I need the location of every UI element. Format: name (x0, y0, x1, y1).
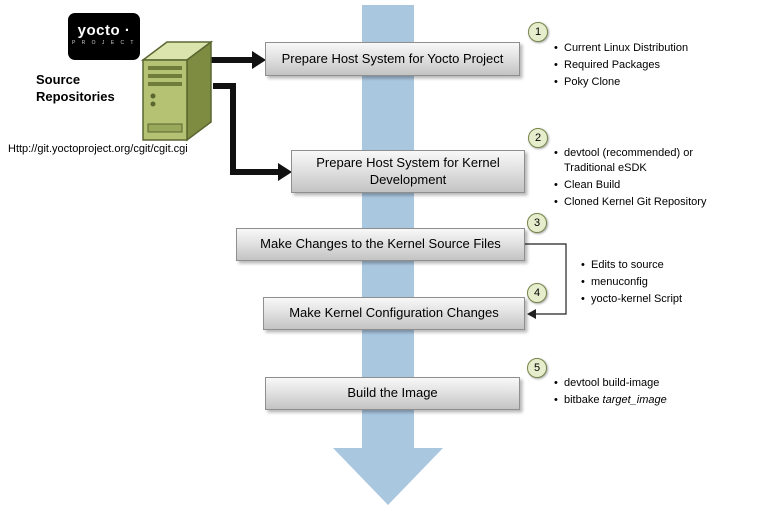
step-box-label: Build the Image (347, 385, 438, 401)
step5-bullet-list: devtool build-image bitbake target_image (552, 376, 752, 410)
step-box-label: Prepare Host System for Kernel Developme… (316, 155, 500, 187)
arrow-server-to-step2-head (278, 163, 292, 181)
connector-step3-step4 (525, 243, 567, 315)
bullet-text-italic: target_image (602, 393, 667, 406)
step1-bullet-list: Current Linux Distribution Required Pack… (552, 41, 757, 92)
step-box-build-image: Build the Image (265, 377, 520, 410)
step-box-label: Make Kernel Configuration Changes (289, 305, 499, 321)
yocto-logo-text: yocto · (77, 22, 131, 39)
bullet-item: Cloned Kernel Git Repository (552, 195, 740, 210)
connector-step3-step4-head (527, 309, 536, 319)
step2-bullet-list: devtool (recommended) or Traditional eSD… (552, 146, 740, 211)
bullet-item: Edits to source (579, 258, 749, 273)
arrow-server-to-step1-head (252, 51, 266, 69)
step-box-label: Prepare Host System for Yocto Project (281, 50, 504, 66)
source-repositories-url: Http://git.yoctoproject.org/cgit/cgit.cg… (8, 143, 188, 155)
yocto-logo: yocto · P R O J E C T (68, 13, 140, 60)
step-number-badge-4: 4 (527, 283, 547, 303)
step-box-make-source-changes: Make Changes to the Kernel Source Files (236, 228, 525, 261)
step-box-label: Make Changes to the Kernel Source Files (260, 236, 501, 252)
bullet-item: menuconfig (579, 275, 749, 290)
yocto-logo-subtext: P R O J E C T (72, 40, 136, 46)
bullet-item: devtool build-image (552, 376, 752, 391)
arrow-server-to-step2 (213, 83, 278, 175)
step3-step4-shared-bullet-list: Edits to source menuconfig yocto-kernel … (579, 258, 749, 309)
bullet-item: Poky Clone (552, 75, 757, 90)
bullet-item: Clean Build (552, 178, 740, 193)
step-box-prepare-host-yocto: Prepare Host System for Yocto Project (265, 42, 520, 76)
bullet-text: bitbake (564, 393, 603, 406)
bullet-item: Required Packages (552, 58, 757, 73)
step-number-badge-1: 1 (528, 22, 548, 42)
bullet-item: Current Linux Distribution (552, 41, 757, 56)
source-repositories-label: Source Repositories (36, 72, 115, 104)
step-box-make-config-changes: Make Kernel Configuration Changes (263, 297, 525, 330)
bullet-item: devtool (recommended) or Traditional eSD… (552, 146, 740, 176)
server-icon (140, 40, 214, 142)
step-box-prepare-host-kernel: Prepare Host System for Kernel Developme… (291, 150, 525, 193)
step-number-badge-2: 2 (528, 128, 548, 148)
step-number-badge-5: 5 (527, 358, 547, 378)
step-number-badge-3: 3 (527, 213, 547, 233)
bullet-item: bitbake target_image (552, 393, 752, 408)
bullet-item: yocto-kernel Script (579, 292, 749, 307)
